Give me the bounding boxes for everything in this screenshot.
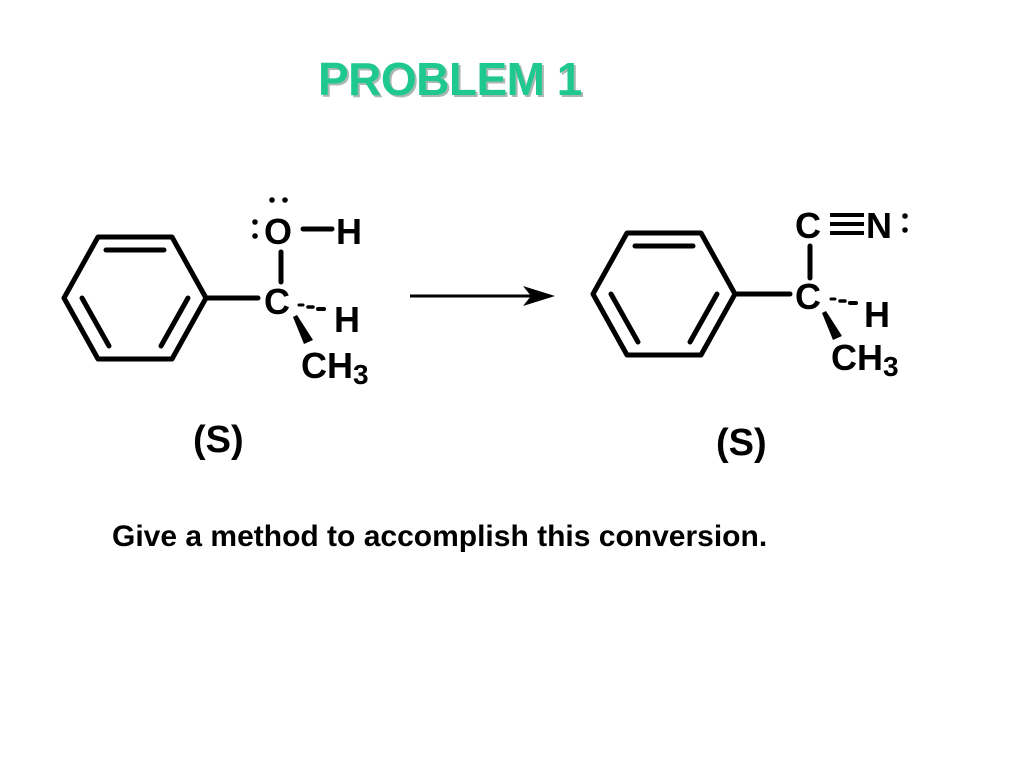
- product-carbon-label: C: [795, 276, 821, 317]
- product-molecule: C N C H CH3 (S): [590, 205, 908, 464]
- product-hash-h-label: H: [864, 294, 890, 335]
- reactant-configuration-label: (S): [193, 419, 244, 461]
- question-text: Give a method to accomplish this convers…: [112, 520, 768, 553]
- reactant-oxygen-lone-pairs: [252, 197, 288, 239]
- product-hashed-bond: [829, 297, 858, 305]
- reactant-hydroxyl-h-label: H: [336, 211, 362, 252]
- reactant-methyl-label: CH3: [301, 345, 369, 390]
- reactant-oxygen-label: O: [264, 211, 292, 252]
- product-methyl-label: CH3: [831, 337, 899, 382]
- product-wedge-bond: [822, 311, 842, 340]
- reactant-molecule: O H C H CH3 (S): [61, 197, 369, 461]
- reaction-arrow: [410, 286, 555, 306]
- reactant-methyl-subscript: 3: [353, 359, 369, 390]
- reactant-carbon-label: C: [264, 281, 290, 322]
- reactant-wedge-bond: [293, 315, 313, 344]
- product-benzene-ring: [590, 230, 738, 358]
- product-nitrile-carbon-label: C: [795, 205, 821, 246]
- product-nitrogen-label: N: [866, 205, 892, 246]
- reactant-methyl-ch: CH: [301, 345, 353, 386]
- product-methyl-ch: CH: [831, 337, 883, 378]
- product-triple-bond: [830, 213, 864, 235]
- product-methyl-subscript: 3: [883, 351, 899, 382]
- slide-title: PROBLEM 1: [318, 53, 582, 105]
- reactant-benzene-ring: [61, 234, 209, 362]
- product-configuration-label: (S): [716, 422, 767, 464]
- reactant-hash-h-label: H: [334, 299, 360, 340]
- reactant-hashed-bond: [297, 303, 326, 311]
- product-nitrogen-lone-pair: [902, 213, 908, 233]
